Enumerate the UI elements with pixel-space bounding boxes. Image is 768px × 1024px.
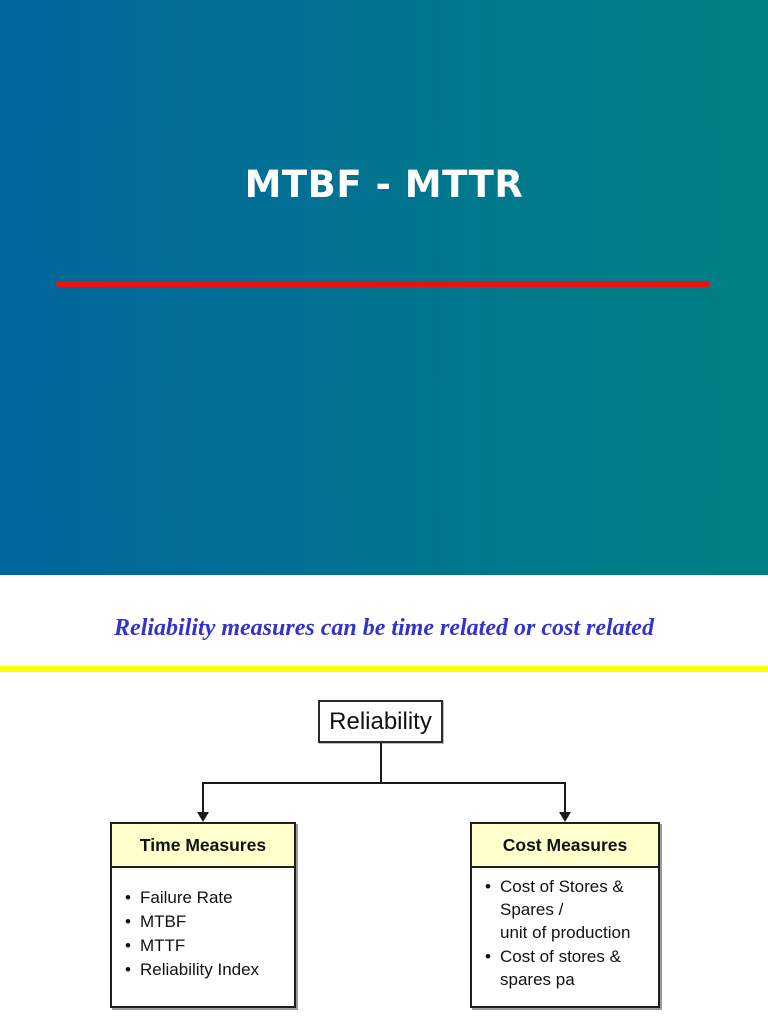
subtitle-divider-line [0, 666, 768, 672]
slide-title: MTBF - MTTR [244, 163, 524, 206]
list-item: Failure Rate [124, 886, 288, 909]
title-slide: MTBF - MTTR [0, 0, 768, 575]
diagram-root-box: Reliability [318, 700, 443, 743]
list-item: Cost of Stores & Spares / unit of produc… [484, 875, 652, 944]
branch-time-measures: Time Measures Failure Rate MTBF MTTF Rel… [110, 822, 296, 1008]
title-divider-line [56, 281, 710, 287]
connector-left-drop-line [202, 782, 204, 812]
connector-horizontal-line [202, 782, 566, 784]
branch-cost-measures-header: Cost Measures [472, 824, 658, 868]
connector-right-drop-line [564, 782, 566, 812]
list-item: Reliability Index [124, 958, 288, 981]
branch-cost-measures-list: Cost of Stores & Spares / unit of produc… [472, 868, 658, 991]
list-item: MTBF [124, 910, 288, 933]
branch-cost-measures: Cost Measures Cost of Stores & Spares / … [470, 822, 660, 1008]
branch-time-measures-list: Failure Rate MTBF MTTF Reliability Index [112, 868, 294, 981]
arrowhead-down-right-icon [559, 812, 571, 822]
slide-subtitle: Reliability measures can be time related… [114, 615, 654, 641]
list-item: Cost of stores & spares pa [484, 945, 652, 991]
arrowhead-down-left-icon [197, 812, 209, 822]
diagram-root-label: Reliability [329, 707, 432, 735]
branch-time-measures-header: Time Measures [112, 824, 294, 868]
connector-stem-line [380, 743, 382, 782]
list-item: MTTF [124, 934, 288, 957]
diagram-slide: Reliability measures can be time related… [0, 575, 768, 1024]
